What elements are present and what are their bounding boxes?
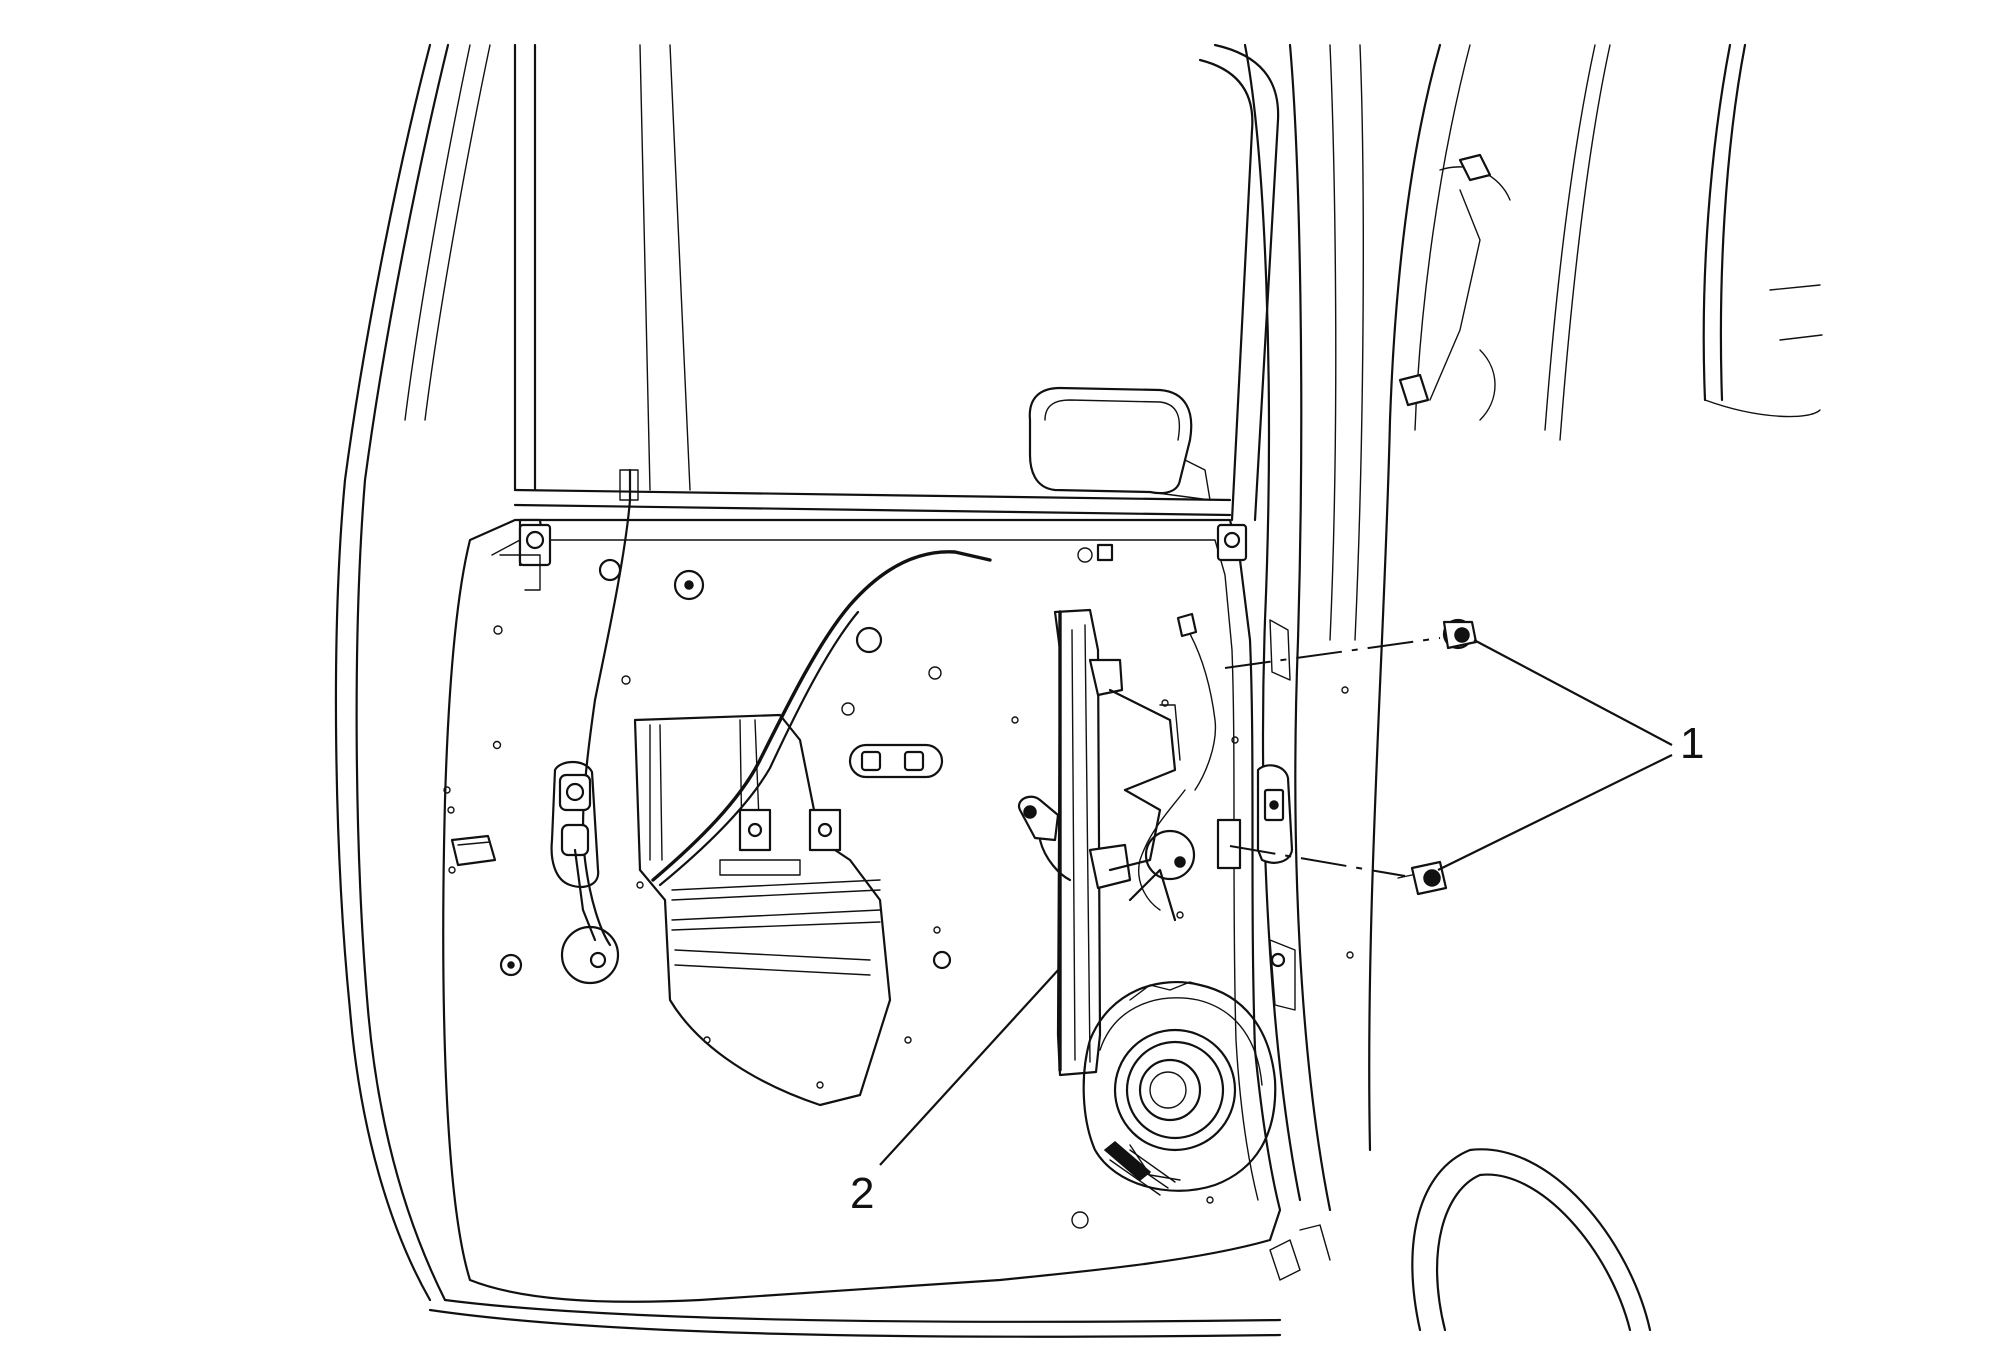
window-frame [513, 43, 1280, 522]
panel-holes [443, 543, 1354, 1229]
upper-bolt-path [1224, 637, 1441, 669]
interior-handle-bracket [848, 743, 944, 779]
fasteners [1224, 618, 1478, 896]
upper-bolt [1442, 618, 1478, 650]
door-speaker [1082, 981, 1277, 1196]
window-regulator-module [1017, 608, 1196, 1077]
callouts: 1 2 [850, 639, 1704, 1218]
lower-bolt [1397, 860, 1448, 896]
lower-bolt-path [1229, 845, 1406, 877]
access-opening [633, 713, 892, 1107]
callout-1-label: 1 [1680, 719, 1704, 768]
door-latch-mechanism [450, 558, 705, 985]
body-opening-frame [334, 43, 1823, 1338]
callout-2-leader [879, 967, 1061, 1166]
door-hinge-area [1216, 619, 1331, 1281]
door-inner-panel [442, 518, 1282, 1303]
callout-1-leader-upper [1473, 639, 1673, 746]
callout-1-leader-lower [1437, 754, 1673, 871]
callout-2-label: 2 [850, 1169, 874, 1218]
